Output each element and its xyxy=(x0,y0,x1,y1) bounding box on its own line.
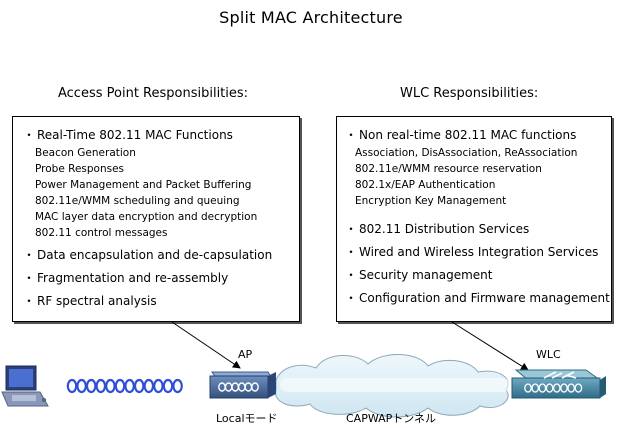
list-item: 802.11e/WMM scheduling and queuing xyxy=(35,195,240,207)
access-point-icon xyxy=(209,371,276,399)
ap-item-label: RF spectral analysis xyxy=(37,294,157,308)
bullet-icon: ・ xyxy=(23,128,36,142)
list-item: ・ Real-Time 802.11 MAC Functions Beacon … xyxy=(23,126,291,241)
wlc-item-label: 802.11 Distribution Services xyxy=(359,222,530,236)
bullet-icon: ・ xyxy=(23,248,36,262)
list-item: ・ 802.11 Distribution Services xyxy=(345,220,605,238)
list-item: ・ Fragmentation and re-assembly xyxy=(23,269,291,287)
ap-responsibilities-box: ・ Real-Time 802.11 MAC Functions Beacon … xyxy=(12,116,300,322)
wlc-item-label: Security management xyxy=(359,268,493,282)
ap-label: AP xyxy=(238,348,253,361)
list-item: ・ Configuration and Firmware management xyxy=(345,289,610,307)
list-item: Probe Responses xyxy=(35,163,125,175)
list-item: ・ Wired and Wireless Integration Service… xyxy=(345,243,605,261)
bullet-icon: ・ xyxy=(345,268,358,282)
ap-mode-label: Localモード xyxy=(216,412,278,425)
wlc-callout-arrow xyxy=(451,321,529,371)
list-item: MAC layer data encryption and decryption xyxy=(35,211,258,223)
list-item: ・ Non real-time 802.11 MAC functions Ass… xyxy=(345,126,605,215)
wlc-controller-icon xyxy=(511,369,606,399)
list-item: Association, DisAssociation, ReAssociati… xyxy=(355,147,578,159)
list-item: ・ Data encapsulation and de-capsulation xyxy=(23,246,291,264)
laptop-icon xyxy=(1,365,49,407)
list-item: Beacon Generation xyxy=(35,147,136,159)
bullet-icon: ・ xyxy=(345,128,358,142)
ap-callout-arrow xyxy=(171,321,241,369)
list-item: Encryption Key Management xyxy=(355,195,507,207)
capwap-tunnel-cloud xyxy=(275,353,510,418)
ap-responsibilities-heading: Access Point Responsibilities: xyxy=(58,86,249,101)
wlc-item-label: Wired and Wireless Integration Services xyxy=(359,245,599,259)
list-item: 802.11e/WMM resource reservation xyxy=(355,163,542,175)
wlc-label: WLC xyxy=(536,348,561,361)
bullet-icon: ・ xyxy=(23,271,36,285)
list-item: 802.1x/EAP Authentication xyxy=(355,179,496,191)
list-item: 802.11 control messages xyxy=(35,227,168,239)
ap-item-label: Data encapsulation and de-capsulation xyxy=(37,248,273,262)
list-item: ・ RF spectral analysis xyxy=(23,292,291,310)
wlc-responsibilities-box: ・ Non real-time 802.11 MAC functions Ass… xyxy=(336,116,612,322)
wlc-responsibilities-heading: WLC Responsibilities: xyxy=(400,86,539,101)
capwap-tunnel-label: CAPWAPトンネル xyxy=(346,412,437,425)
list-item: ・ Security management xyxy=(345,266,605,284)
bullet-icon: ・ xyxy=(23,294,36,308)
wlc-sub-list: Association, DisAssociation, ReAssociati… xyxy=(355,145,605,209)
wlc-item-label: Non real-time 802.11 MAC functions xyxy=(359,128,577,142)
page-title: Split MAC Architecture xyxy=(219,8,403,27)
bullet-icon: ・ xyxy=(345,222,358,236)
ap-responsibility-list: ・ Real-Time 802.11 MAC Functions Beacon … xyxy=(23,126,291,310)
ap-sub-list: Beacon Generation Probe Responses Power … xyxy=(35,145,291,241)
wlc-responsibility-list: ・ Non real-time 802.11 MAC functions Ass… xyxy=(345,126,610,307)
wlc-item-label: Configuration and Firmware management xyxy=(359,291,610,305)
wireless-signal-icon xyxy=(66,378,183,394)
bullet-icon: ・ xyxy=(345,245,358,259)
list-item: Power Management and Packet Buffering xyxy=(35,179,252,191)
bullet-icon: ・ xyxy=(345,291,358,305)
ap-item-label: Fragmentation and re-assembly xyxy=(37,271,229,285)
ap-item-label: Real-Time 802.11 MAC Functions xyxy=(37,128,233,142)
